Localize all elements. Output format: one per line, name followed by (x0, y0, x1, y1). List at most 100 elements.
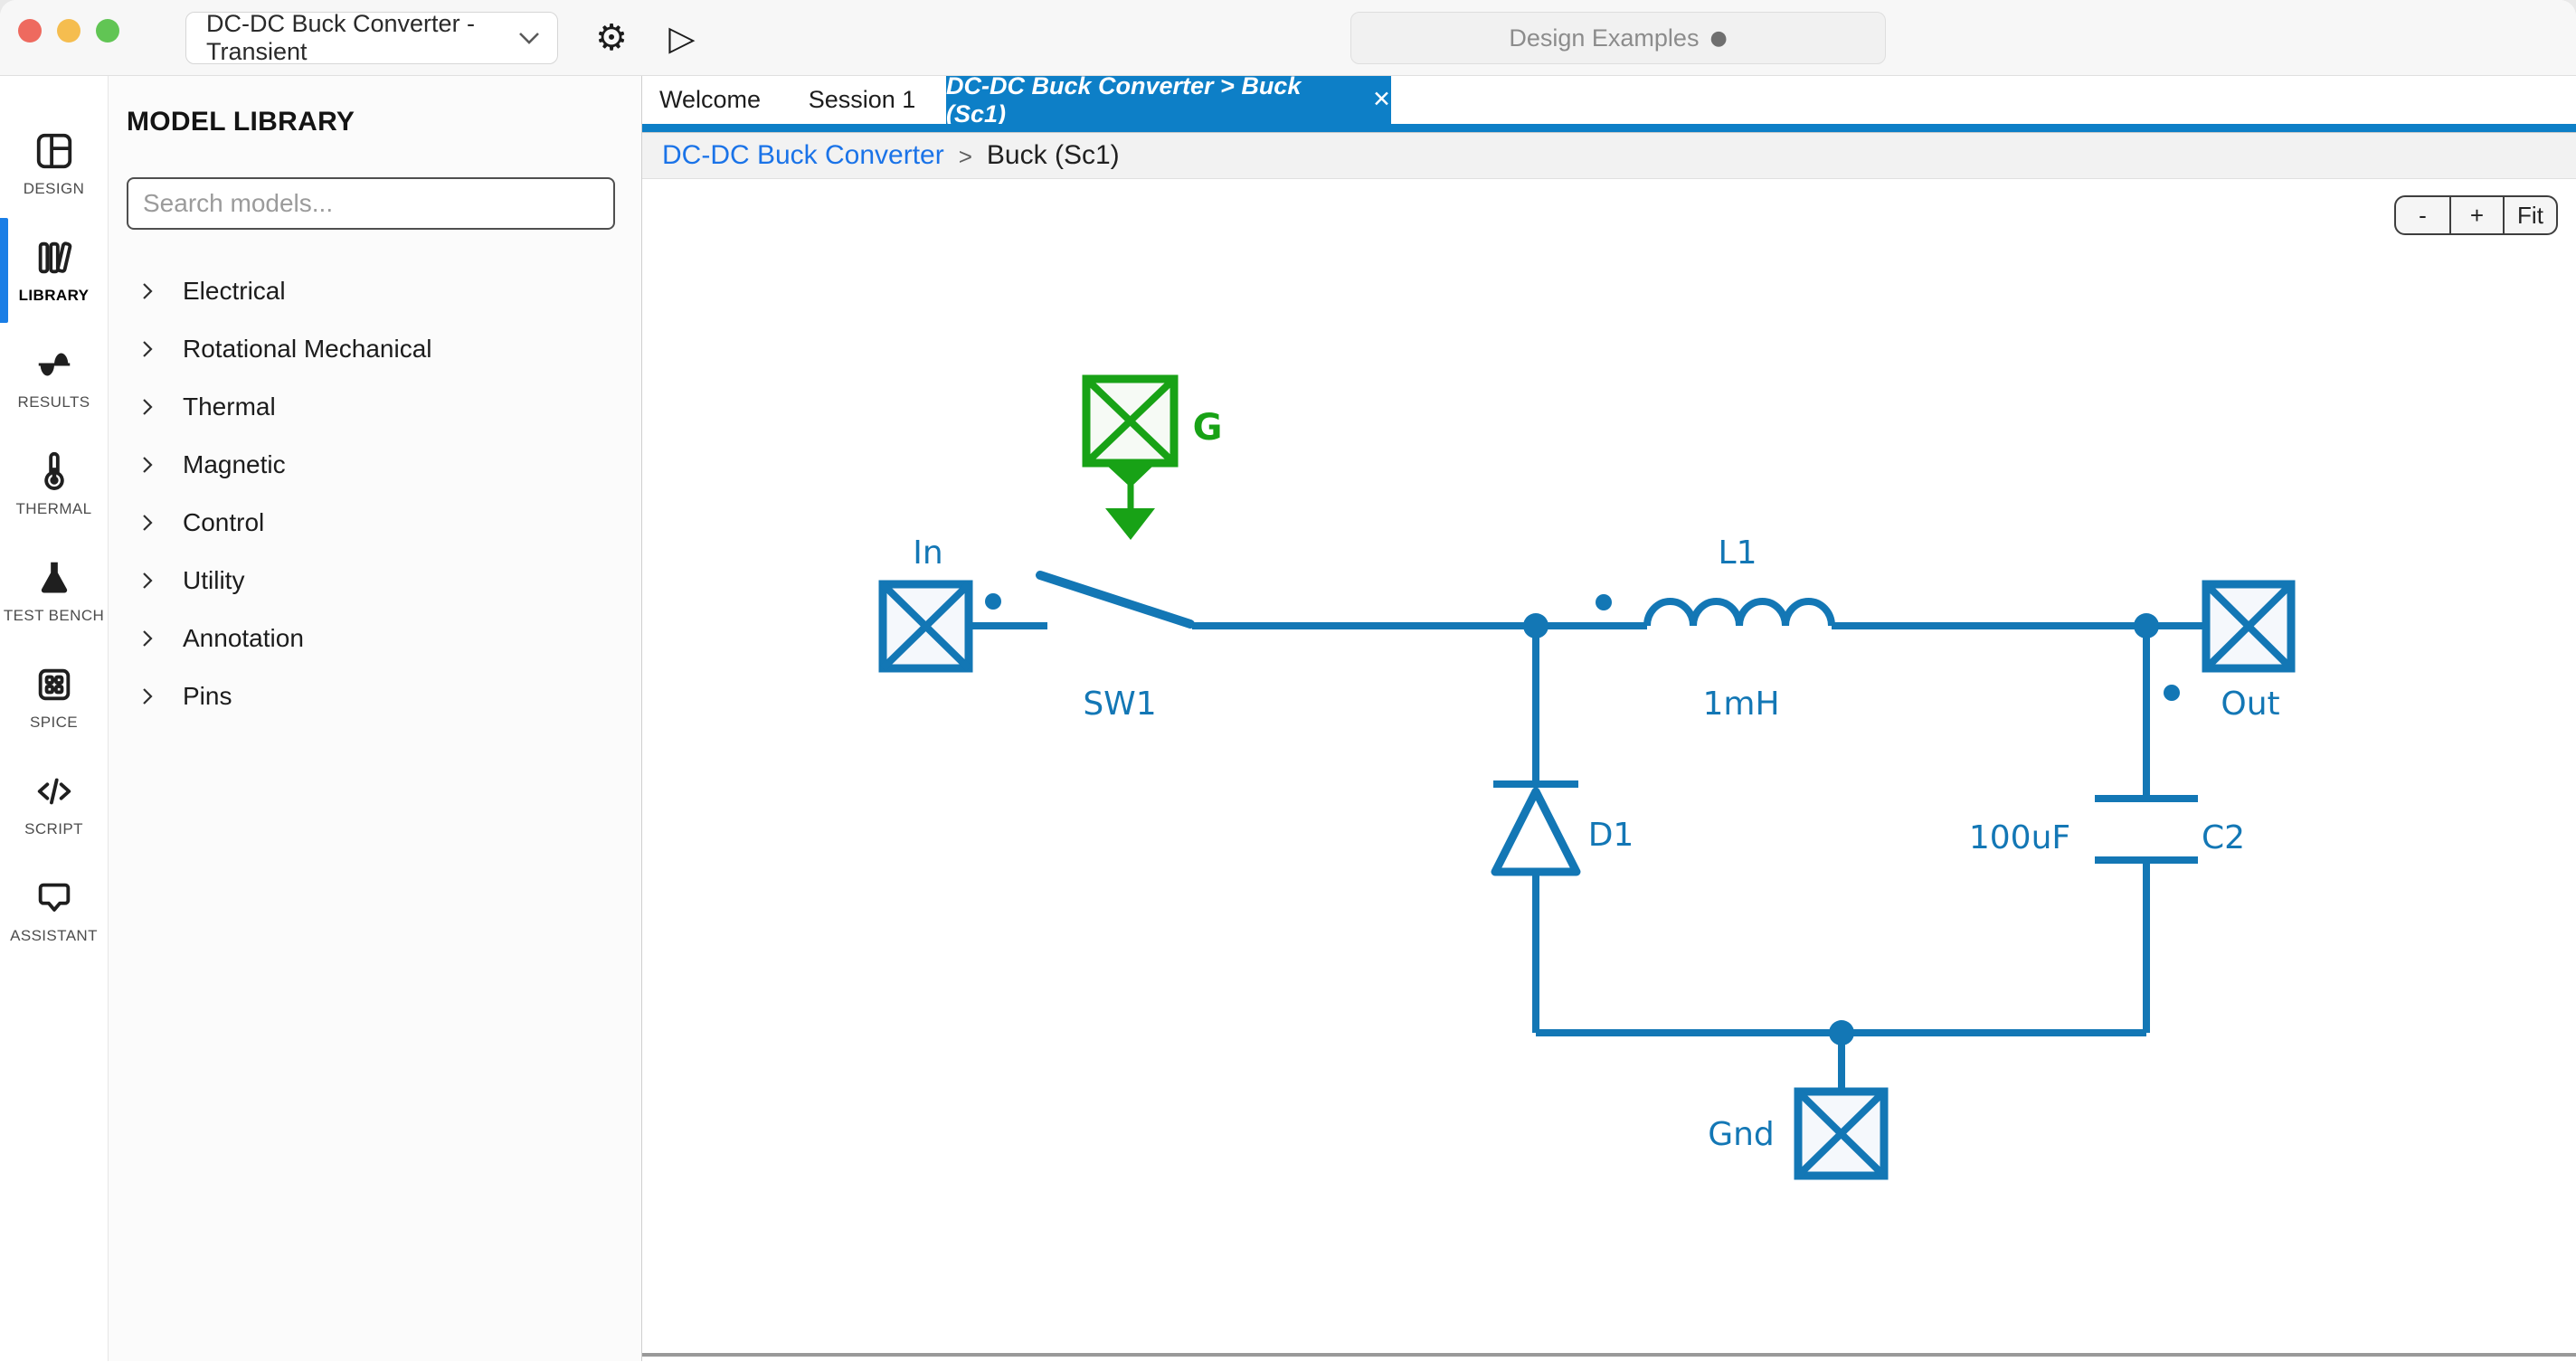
simulation-config-value: DC-DC Buck Converter - Transient (206, 10, 476, 65)
component-switch-sw1[interactable]: SW1 (1036, 571, 1195, 723)
schematic-svg: G In SW1 (878, 374, 2296, 1180)
component-gate-source[interactable]: G (1082, 374, 1223, 540)
flask-icon (33, 557, 75, 599)
minimize-window-button[interactable] (57, 19, 80, 43)
zoom-fit-button[interactable]: Fit (2503, 197, 2556, 233)
gnd-port-label: Gnd (1708, 1116, 1775, 1153)
category-tree: Electrical Rotational Mechanical Thermal… (109, 262, 641, 725)
sidebar-item-label: LIBRARY (18, 286, 90, 304)
chevron-right-icon (137, 571, 157, 591)
component-diode-d1[interactable]: D1 (1491, 780, 1634, 876)
tab-buck-sc1[interactable]: DC-DC Buck Converter > Buck (Sc1) ✕ (946, 72, 1391, 128)
out-port-label: Out (2221, 686, 2279, 723)
category-label: Thermal (183, 393, 276, 421)
category-label: Magnetic (183, 450, 286, 478)
active-tab-underline (642, 124, 2576, 132)
design-examples-button[interactable]: Design Examples ● (1350, 12, 1886, 64)
gate-source-label: G (1193, 407, 1223, 449)
close-window-button[interactable] (18, 19, 42, 43)
sidebar-item-label: TEST BENCH (3, 606, 105, 624)
polarity-dots (985, 593, 2180, 701)
zoom-out-button[interactable]: - (2419, 201, 2427, 229)
library-category-utility[interactable]: Utility (109, 552, 641, 610)
category-label: Pins (183, 682, 232, 710)
search-models-input[interactable] (127, 177, 615, 230)
switch-label: SW1 (1083, 686, 1156, 723)
activity-sidebar: DESIGN LIBRARY RESULTS THERMAL (0, 76, 109, 1361)
category-label: Rotational Mechanical (183, 335, 432, 363)
chevron-right-icon (137, 281, 157, 301)
sidebar-item-label: THERMAL (15, 499, 92, 517)
library-category-pins[interactable]: Pins (109, 667, 641, 725)
chevron-right-icon (137, 513, 157, 533)
library-category-thermal[interactable]: Thermal (109, 378, 641, 436)
sidebar-item-label: DESIGN (23, 179, 85, 197)
chevron-right-icon (137, 455, 157, 475)
chat-bubble-icon (33, 877, 75, 919)
model-library-panel: MODEL LIBRARY Electrical Rotational Mech… (109, 76, 642, 1361)
sidebar-item-design[interactable]: DESIGN (0, 110, 108, 217)
library-category-electrical[interactable]: Electrical (109, 262, 641, 320)
window-controls (18, 19, 119, 43)
zoom-in-button[interactable]: + (2449, 197, 2503, 233)
junction-nodes (1523, 613, 2159, 1045)
sidebar-item-label: RESULTS (17, 393, 90, 411)
sidebar-item-thermal[interactable]: THERMAL (0, 430, 108, 537)
spice-grid-icon (33, 664, 75, 705)
chevron-right-icon (137, 629, 157, 648)
code-icon (33, 771, 75, 812)
maximize-window-button[interactable] (96, 19, 119, 43)
capacitor-label: C2 (2202, 819, 2245, 856)
sidebar-item-label: SPICE (29, 713, 79, 731)
library-category-rotational-mechanical[interactable]: Rotational Mechanical (109, 320, 641, 378)
sidebar-item-spice[interactable]: SPICE (0, 644, 108, 751)
component-inductor-l1[interactable]: L1 1mH (1643, 534, 1835, 723)
design-layout-icon (33, 130, 75, 172)
breadcrumb-link[interactable]: DC-DC Buck Converter (662, 140, 944, 170)
run-simulation-button[interactable]: ▷ (660, 16, 704, 60)
close-tab-icon[interactable]: ✕ (1372, 87, 1391, 112)
library-category-magnetic[interactable]: Magnetic (109, 436, 641, 494)
simulation-config-dropdown[interactable]: DC-DC Buck Converter - Transient (185, 10, 558, 65)
titlebar: DC-DC Buck Converter - Transient ⚙ ▷ Des… (0, 0, 2576, 76)
schematic-canvas[interactable]: - + Fit (642, 179, 2576, 1357)
component-in-port[interactable]: In (878, 534, 973, 673)
category-label: Annotation (183, 624, 304, 652)
canvas-column: Welcome Session 1 DC-DC Buck Converter >… (642, 72, 2576, 1361)
breadcrumb: DC-DC Buck Converter > Buck (Sc1) (642, 132, 2576, 179)
sidebar-item-library[interactable]: LIBRARY (0, 217, 108, 324)
chevron-right-icon (137, 397, 157, 417)
tab-label: Welcome (658, 86, 762, 113)
inductor-value: 1mH (1702, 686, 1779, 723)
component-gnd-port[interactable]: Gnd (1708, 1087, 1889, 1180)
inductor-label: L1 (1719, 534, 1757, 572)
sidebar-item-results[interactable]: RESULTS (0, 324, 108, 430)
tab-session-1[interactable]: Session 1 (778, 76, 946, 124)
tab-label: Session 1 (808, 86, 916, 113)
diode-label: D1 (1588, 817, 1634, 854)
sidebar-item-assistant[interactable]: ASSISTANT (0, 857, 108, 964)
category-label: Utility (183, 566, 245, 594)
library-category-annotation[interactable]: Annotation (109, 610, 641, 667)
sidebar-item-script[interactable]: SCRIPT (0, 751, 108, 857)
tab-welcome[interactable]: Welcome (642, 76, 778, 124)
component-capacitor-c2[interactable]: 100uF C2 (1969, 795, 2245, 864)
component-out-port[interactable]: Out (2202, 580, 2296, 723)
breadcrumb-separator: > (958, 143, 972, 170)
status-dot-icon: ● (1709, 26, 1728, 50)
sidebar-item-test-bench[interactable]: TEST BENCH (0, 537, 108, 644)
library-category-control[interactable]: Control (109, 494, 641, 552)
capacitor-value: 100uF (1969, 819, 2070, 856)
category-label: Electrical (183, 277, 286, 305)
breadcrumb-current: Buck (Sc1) (986, 140, 1120, 170)
zoom-controls: - + Fit (2394, 195, 2558, 235)
design-examples-label: Design Examples (1509, 24, 1700, 52)
chevron-down-icon (517, 31, 541, 45)
chevron-right-icon (137, 686, 157, 706)
results-waveform-icon (33, 344, 75, 385)
thermometer-icon (33, 450, 75, 492)
settings-button[interactable]: ⚙ (590, 16, 633, 60)
in-port-label: In (913, 534, 942, 572)
sidebar-item-label: ASSISTANT (10, 926, 98, 944)
